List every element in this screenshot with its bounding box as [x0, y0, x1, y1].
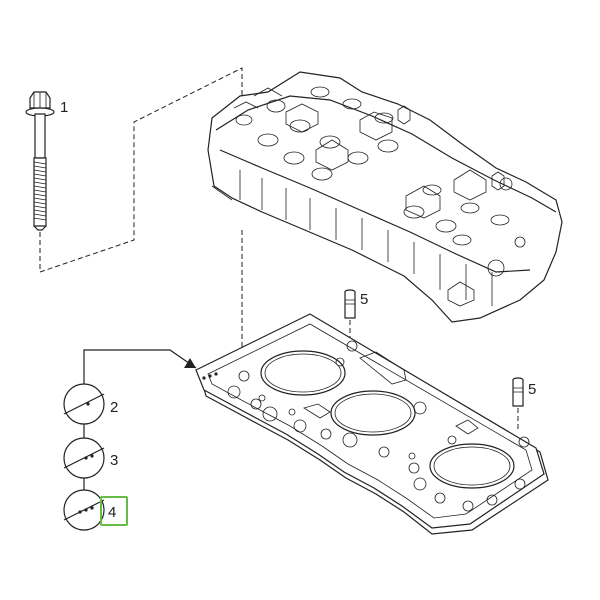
gasket-variant-3[interactable]	[63, 437, 105, 479]
head-bolt[interactable]	[25, 91, 55, 231]
bolt-leader	[39, 67, 243, 273]
callout-5-upper: 5	[360, 291, 368, 308]
callout-4[interactable]: 4	[108, 504, 116, 521]
dowel-pin-lower[interactable]	[512, 377, 524, 432]
callout-1: 1	[60, 99, 68, 116]
gasket-variant-4[interactable]	[63, 489, 105, 531]
selection-arrow	[83, 349, 197, 390]
callout-2: 2	[110, 399, 118, 416]
dowel-pin-upper[interactable]	[344, 289, 356, 344]
selected-callout-highlight[interactable]	[100, 496, 128, 526]
cylinder-head	[207, 71, 563, 323]
callout-5-lower: 5	[528, 381, 536, 398]
callout-3: 3	[110, 452, 118, 469]
gasket-variant-2[interactable]	[63, 383, 105, 425]
head-gasket	[195, 313, 549, 535]
